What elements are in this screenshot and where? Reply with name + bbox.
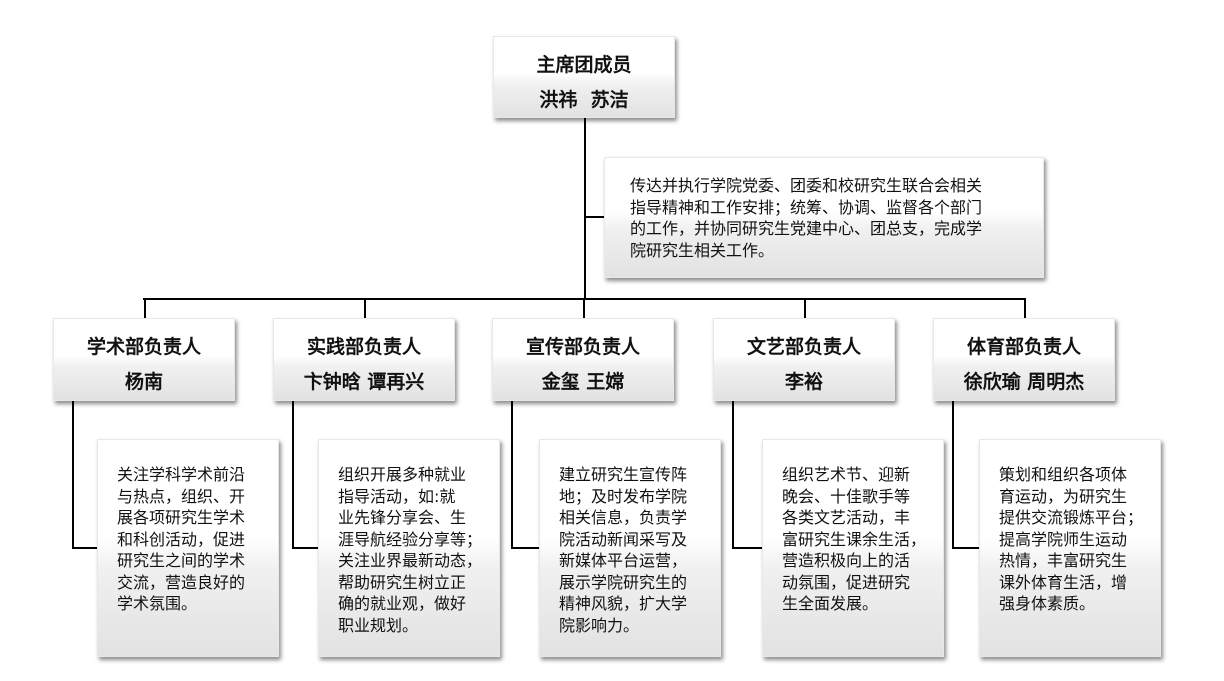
desc-line: 展各项研究生学术 bbox=[117, 508, 246, 527]
desc-line: 院影响力。 bbox=[559, 615, 640, 635]
desc-line: 相关信息，负责学 bbox=[559, 508, 688, 527]
connector-drop bbox=[144, 298, 146, 318]
department-description-box: 建立研究生宣传阵地；及时发布学院相关信息，负责学院活动新闻采写及新媒体平台运营，… bbox=[539, 439, 721, 657]
desc-line: 富研究生课余生活， bbox=[782, 529, 927, 549]
department-names: 金玺 王嫦 bbox=[541, 371, 625, 393]
presidium-names: 洪祎 苏洁 bbox=[539, 89, 629, 111]
desc-line: 精神风貌，扩大学 bbox=[559, 594, 688, 613]
connector-side-vertical bbox=[72, 401, 74, 548]
desc-line: 地；及时发布学院 bbox=[559, 486, 688, 506]
desc-line: 与热点，组织、开 bbox=[117, 486, 246, 506]
connector-side-horizontal bbox=[952, 547, 979, 549]
desc-line: 组织开展多种就业 bbox=[338, 465, 467, 484]
connector-side-horizontal bbox=[732, 547, 762, 549]
presidium-description-box: 传达并执行学院党委、团委和校研究生联合会相关 指导精神和工作安排；统筹、协调、监… bbox=[604, 157, 1044, 278]
desc-line: 院活动新闻采写及 bbox=[559, 529, 688, 549]
desc-line: 育运动，为研究生 bbox=[999, 486, 1128, 506]
connector-top-desc bbox=[584, 216, 604, 218]
department-names: 徐欣瑜 周明杰 bbox=[963, 371, 1085, 393]
desc-line: 新媒体平台运营， bbox=[559, 551, 688, 570]
department-description-box: 组织艺术节、迎新晚会、十佳歌手等各类文艺活动，丰富研究生课余生活， 营造积极向上的… bbox=[762, 439, 944, 657]
desc-line: 提供交流锻炼平台； bbox=[999, 508, 1144, 527]
desc-line: 组织艺术节、迎新 bbox=[782, 465, 911, 484]
connector-drop bbox=[1024, 298, 1026, 318]
desc-line: 晚会、十佳歌手等 bbox=[782, 486, 911, 506]
department-head-box: 实践部负责人 卞钟晗 谭再兴 bbox=[273, 318, 455, 401]
desc-line: 生全面发展。 bbox=[782, 594, 879, 613]
desc-line: 各类文艺活动，丰 bbox=[782, 508, 911, 527]
desc-line: 提高学院师生运动 bbox=[999, 529, 1128, 549]
department-title: 文艺部负责人 bbox=[746, 336, 861, 358]
department-names: 卞钟晗 谭再兴 bbox=[303, 371, 425, 393]
connector-drop bbox=[364, 298, 366, 318]
desc-line: 展示学院研究生的 bbox=[559, 572, 688, 592]
connector-drop bbox=[583, 298, 585, 318]
desc-line: 建立研究生宣传阵 bbox=[559, 465, 688, 484]
department-head-box: 体育部负责人 徐欣瑜 周明杰 bbox=[933, 318, 1115, 401]
desc-line: 传达并执行学院党委、团委和校研究生联合会相关 bbox=[630, 176, 983, 195]
desc-line: 业先锋分享会、生 bbox=[338, 508, 467, 527]
desc-line: 关注业界最新动态， bbox=[338, 551, 483, 570]
desc-line: 指导精神和工作安排；统筹、协调、监督各个部门 bbox=[630, 197, 983, 217]
department-title: 学术部负责人 bbox=[86, 336, 201, 358]
desc-line: 的工作，并协同研究生党建中心、团总支，完成学 bbox=[630, 219, 983, 238]
department-names: 李裕 bbox=[784, 371, 823, 393]
desc-line: 强身体素质。 bbox=[999, 594, 1096, 613]
desc-line: 关注学科学术前沿 bbox=[117, 465, 246, 484]
connector-drop bbox=[804, 298, 806, 318]
desc-line: 帮助研究生树立正 bbox=[338, 572, 467, 592]
department-title: 体育部负责人 bbox=[966, 336, 1081, 358]
desc-line: 职业规划。 bbox=[338, 615, 419, 635]
department-head-box: 文艺部负责人 李裕 bbox=[713, 318, 895, 401]
connector-side-vertical bbox=[952, 401, 954, 548]
desc-line: 交流，营造良好的 bbox=[117, 572, 246, 592]
connector-side-vertical bbox=[511, 401, 513, 548]
desc-line: 研究生之间的学术 bbox=[117, 551, 246, 570]
connector-top-vertical bbox=[584, 118, 586, 299]
connector-side-vertical bbox=[292, 401, 294, 548]
connector-side-horizontal bbox=[292, 547, 318, 549]
desc-line: 确的就业观，做好 bbox=[338, 594, 467, 613]
desc-line: 动氛围，促进研究 bbox=[782, 572, 911, 592]
connector-side-horizontal bbox=[511, 547, 539, 549]
desc-line: 学术氛围。 bbox=[117, 594, 198, 613]
desc-line: 策划和组织各项体 bbox=[999, 465, 1128, 484]
presidium-title: 主席团成员 bbox=[536, 54, 632, 76]
desc-line: 热情，丰富研究生 bbox=[999, 551, 1128, 570]
desc-line: 课外体育生活，增 bbox=[999, 572, 1128, 592]
desc-line: 涯导航经验分享等； bbox=[338, 529, 483, 549]
connector-side-horizontal bbox=[72, 547, 97, 549]
department-names: 杨南 bbox=[124, 371, 163, 393]
desc-line: 和科创活动，促进 bbox=[117, 529, 246, 549]
department-description-box: 策划和组织各项体育运动，为研究生提供交流锻炼平台； 提高学院师生运动热情，丰富研究… bbox=[979, 439, 1161, 657]
department-head-box: 宣传部负责人 金玺 王嫦 bbox=[492, 318, 674, 401]
department-description-box: 关注学科学术前沿与热点，组织、开展各项研究生学术和科创活动，促进研究生之间的学术… bbox=[97, 439, 279, 657]
presidium-box: 主席团成员 洪祎 苏洁 bbox=[493, 36, 675, 118]
connector-side-vertical bbox=[732, 401, 734, 548]
desc-line: 院研究生相关工作。 bbox=[630, 240, 775, 260]
department-description-box: 组织开展多种就业指导活动，如:就业先锋分享会、生涯导航经验分享等； 关注业界最新动… bbox=[318, 439, 500, 657]
department-head-box: 学术部负责人 杨南 bbox=[53, 318, 235, 401]
desc-line: 营造积极向上的活 bbox=[782, 551, 911, 570]
department-title: 宣传部负责人 bbox=[525, 336, 640, 358]
department-title: 实践部负责人 bbox=[306, 336, 421, 358]
desc-line: 指导活动，如:就 bbox=[338, 486, 456, 506]
